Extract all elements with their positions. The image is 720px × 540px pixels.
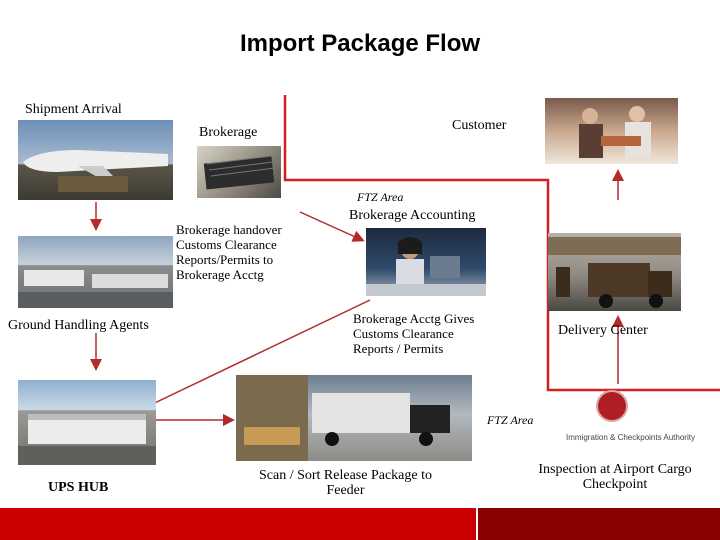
label-ftz-area-bottom: FTZ Area [487, 413, 533, 428]
label-ftz-area-top: FTZ Area [357, 190, 403, 205]
label-ground-handling-agents: Ground Handling Agents [8, 318, 149, 333]
label-delivery-center: Delivery Center [558, 323, 648, 338]
ground-handling-photo [18, 236, 173, 308]
bottom-bar-right [478, 508, 720, 540]
customer-photo [545, 98, 678, 164]
ica-logo-icon [596, 390, 628, 422]
airplane-photo [18, 120, 173, 200]
label-brokerage-accounting: Brokerage Accounting [349, 208, 475, 223]
label-brokerage-acctg-gives: Brokerage Acctg Gives Customs Clearance … [353, 311, 493, 356]
label-brokerage: Brokerage [199, 125, 257, 140]
ica-logo-text: Immigration & Checkpoints Authority [566, 433, 695, 442]
label-shipment-arrival: Shipment Arrival [25, 102, 122, 117]
label-inspection: Inspection at Airport Cargo Checkpoint [535, 462, 695, 492]
brokerage-accounting-photo [366, 228, 486, 296]
delivery-center-photo [548, 233, 681, 311]
scan-sort-photo [236, 375, 472, 461]
bottom-bar-left [0, 508, 476, 540]
label-ups-hub: UPS HUB [48, 480, 108, 495]
label-brokerage-handover: Brokerage handover Customs Clearance Rep… [176, 222, 306, 282]
ups-hub-photo [18, 380, 156, 465]
brokerage-keyboard-photo [197, 146, 281, 198]
label-scan-sort: Scan / Sort Release Package to Feeder [248, 468, 443, 498]
label-customer: Customer [452, 118, 506, 133]
